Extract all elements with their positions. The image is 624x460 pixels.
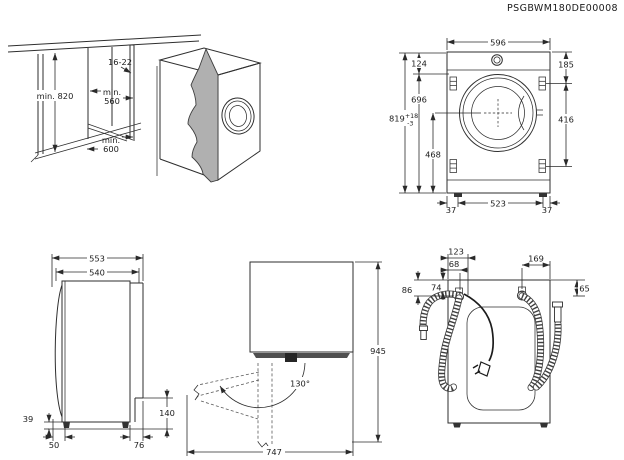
foot-left xyxy=(454,193,462,197)
dim-label-560: 560 xyxy=(104,96,120,106)
dim-niche-depth: min. 560 xyxy=(90,87,133,106)
countertop xyxy=(8,34,202,53)
dim-rear-76: 76 xyxy=(120,401,153,450)
side-view: 553 540 39 50 76 xyxy=(23,253,178,450)
detergent-hole xyxy=(491,54,503,66)
drain-hose xyxy=(419,290,463,392)
dim-center-height-468: 468 xyxy=(423,112,481,193)
mounting-brackets xyxy=(449,76,546,173)
foot-rear xyxy=(122,422,129,428)
dim-label-39: 39 xyxy=(23,414,34,424)
dim-label-596: 596 xyxy=(490,38,506,48)
dim-feet-row: 37 523 37 xyxy=(437,196,560,215)
dim-label-540: 540 xyxy=(89,268,105,278)
dim-label-747: 747 xyxy=(266,447,282,457)
dim-niche-width: min. 600 xyxy=(87,134,133,154)
dim-65: 65 xyxy=(550,279,591,297)
furniture-panel-cutaway xyxy=(187,47,219,183)
door-open-positions xyxy=(193,363,273,450)
dim-label-523: 523 xyxy=(490,199,506,209)
front-plinth xyxy=(253,353,350,358)
dim-total-height-819: 819+18-3 xyxy=(387,52,446,194)
drain-hose-fitting xyxy=(419,325,428,331)
dim-label-68: 68 xyxy=(449,259,460,269)
dim-width-596: 596 xyxy=(446,37,551,50)
dim-123: 123 xyxy=(440,247,476,295)
dim-height-945: 945 xyxy=(352,261,387,443)
rear-view: 123 68 169 86 74 xyxy=(402,247,591,428)
power-cord xyxy=(463,293,495,377)
dim-label-50: 50 xyxy=(49,440,60,450)
door-bulge xyxy=(54,284,63,418)
dim-label-130deg: 130° xyxy=(290,379,310,389)
dim-label-16-22: 16-22 xyxy=(108,57,132,67)
dim-label-74: 74 xyxy=(431,283,442,293)
dim-label-468: 468 xyxy=(425,150,441,160)
dim-68: 68 xyxy=(440,259,468,290)
machine-rear xyxy=(447,279,551,424)
dim-label-185: 185 xyxy=(558,60,574,70)
foot-left xyxy=(453,423,461,428)
dim-front-50: 50 xyxy=(43,419,75,450)
door-hinge-block xyxy=(285,353,297,362)
dim-body-height-696: 696 xyxy=(409,74,429,193)
rear-bulge xyxy=(466,306,536,411)
dim-depth-553: 553 xyxy=(51,253,144,287)
swing-arc: 130° xyxy=(219,362,313,409)
foot-front xyxy=(63,422,70,428)
dim-depth-540: 540 xyxy=(55,267,140,283)
dim-169: 169 xyxy=(521,254,551,289)
dim-label-37-right: 37 xyxy=(542,205,553,215)
dim-label-140: 140 xyxy=(159,408,175,418)
machine-front xyxy=(446,51,551,197)
dim-label-600: 600 xyxy=(103,144,119,154)
dim-gap-39: 39 xyxy=(23,413,62,438)
door-swing-view: 130° 945 747 xyxy=(186,261,387,457)
dim-label-min: min. xyxy=(102,135,120,145)
foot-right xyxy=(540,423,548,428)
foot-right xyxy=(539,193,547,197)
front-view: 596 819+18-3 124 696 185 xyxy=(387,37,576,215)
dim-label-819: 819+18-3 xyxy=(389,113,418,127)
dim-label-945: 945 xyxy=(370,346,386,356)
dim-width-747: 747 xyxy=(186,352,354,457)
dim-86: 86 xyxy=(402,271,454,305)
dim-label-76: 76 xyxy=(134,440,145,450)
drawing-code: PSGBWM180DE00008 xyxy=(507,3,618,14)
inlet-hose xyxy=(518,292,563,391)
power-plug-icon xyxy=(477,361,491,377)
dim-label-696: 696 xyxy=(411,95,427,105)
center-crosshair xyxy=(484,99,512,127)
dim-label-min-820: min. 820 xyxy=(37,91,74,101)
door-3d xyxy=(221,97,255,135)
dim-rear-height-140: 140 xyxy=(143,389,178,438)
dim-label-553: 553 xyxy=(89,254,105,264)
dim-label-169: 169 xyxy=(528,254,544,264)
dim-label-65: 65 xyxy=(579,284,590,294)
dim-top-band-124: 124 xyxy=(409,53,449,75)
machine-side xyxy=(48,280,152,430)
dim-label-416: 416 xyxy=(558,115,574,125)
dim-label-124: 124 xyxy=(411,59,427,69)
dim-label-86: 86 xyxy=(402,285,413,295)
dim-label-min: min. xyxy=(103,87,121,97)
dim-panel-thickness: 16-22 xyxy=(108,57,132,74)
dim-right-top-185: 185 xyxy=(546,51,576,84)
machine-top-view xyxy=(249,261,354,353)
dim-label-123: 123 xyxy=(448,247,464,257)
dim-niche-height: min. 820 xyxy=(36,53,74,152)
inlet-hose-fitting xyxy=(552,301,563,308)
washer-3d xyxy=(156,47,262,183)
dim-bracket-span-416: 416 xyxy=(546,83,576,167)
niche-view: min. 820 16-22 min. 560 min. 600 xyxy=(8,34,262,183)
dim-74: 74 xyxy=(431,272,446,300)
dim-label-37-left: 37 xyxy=(446,205,457,215)
